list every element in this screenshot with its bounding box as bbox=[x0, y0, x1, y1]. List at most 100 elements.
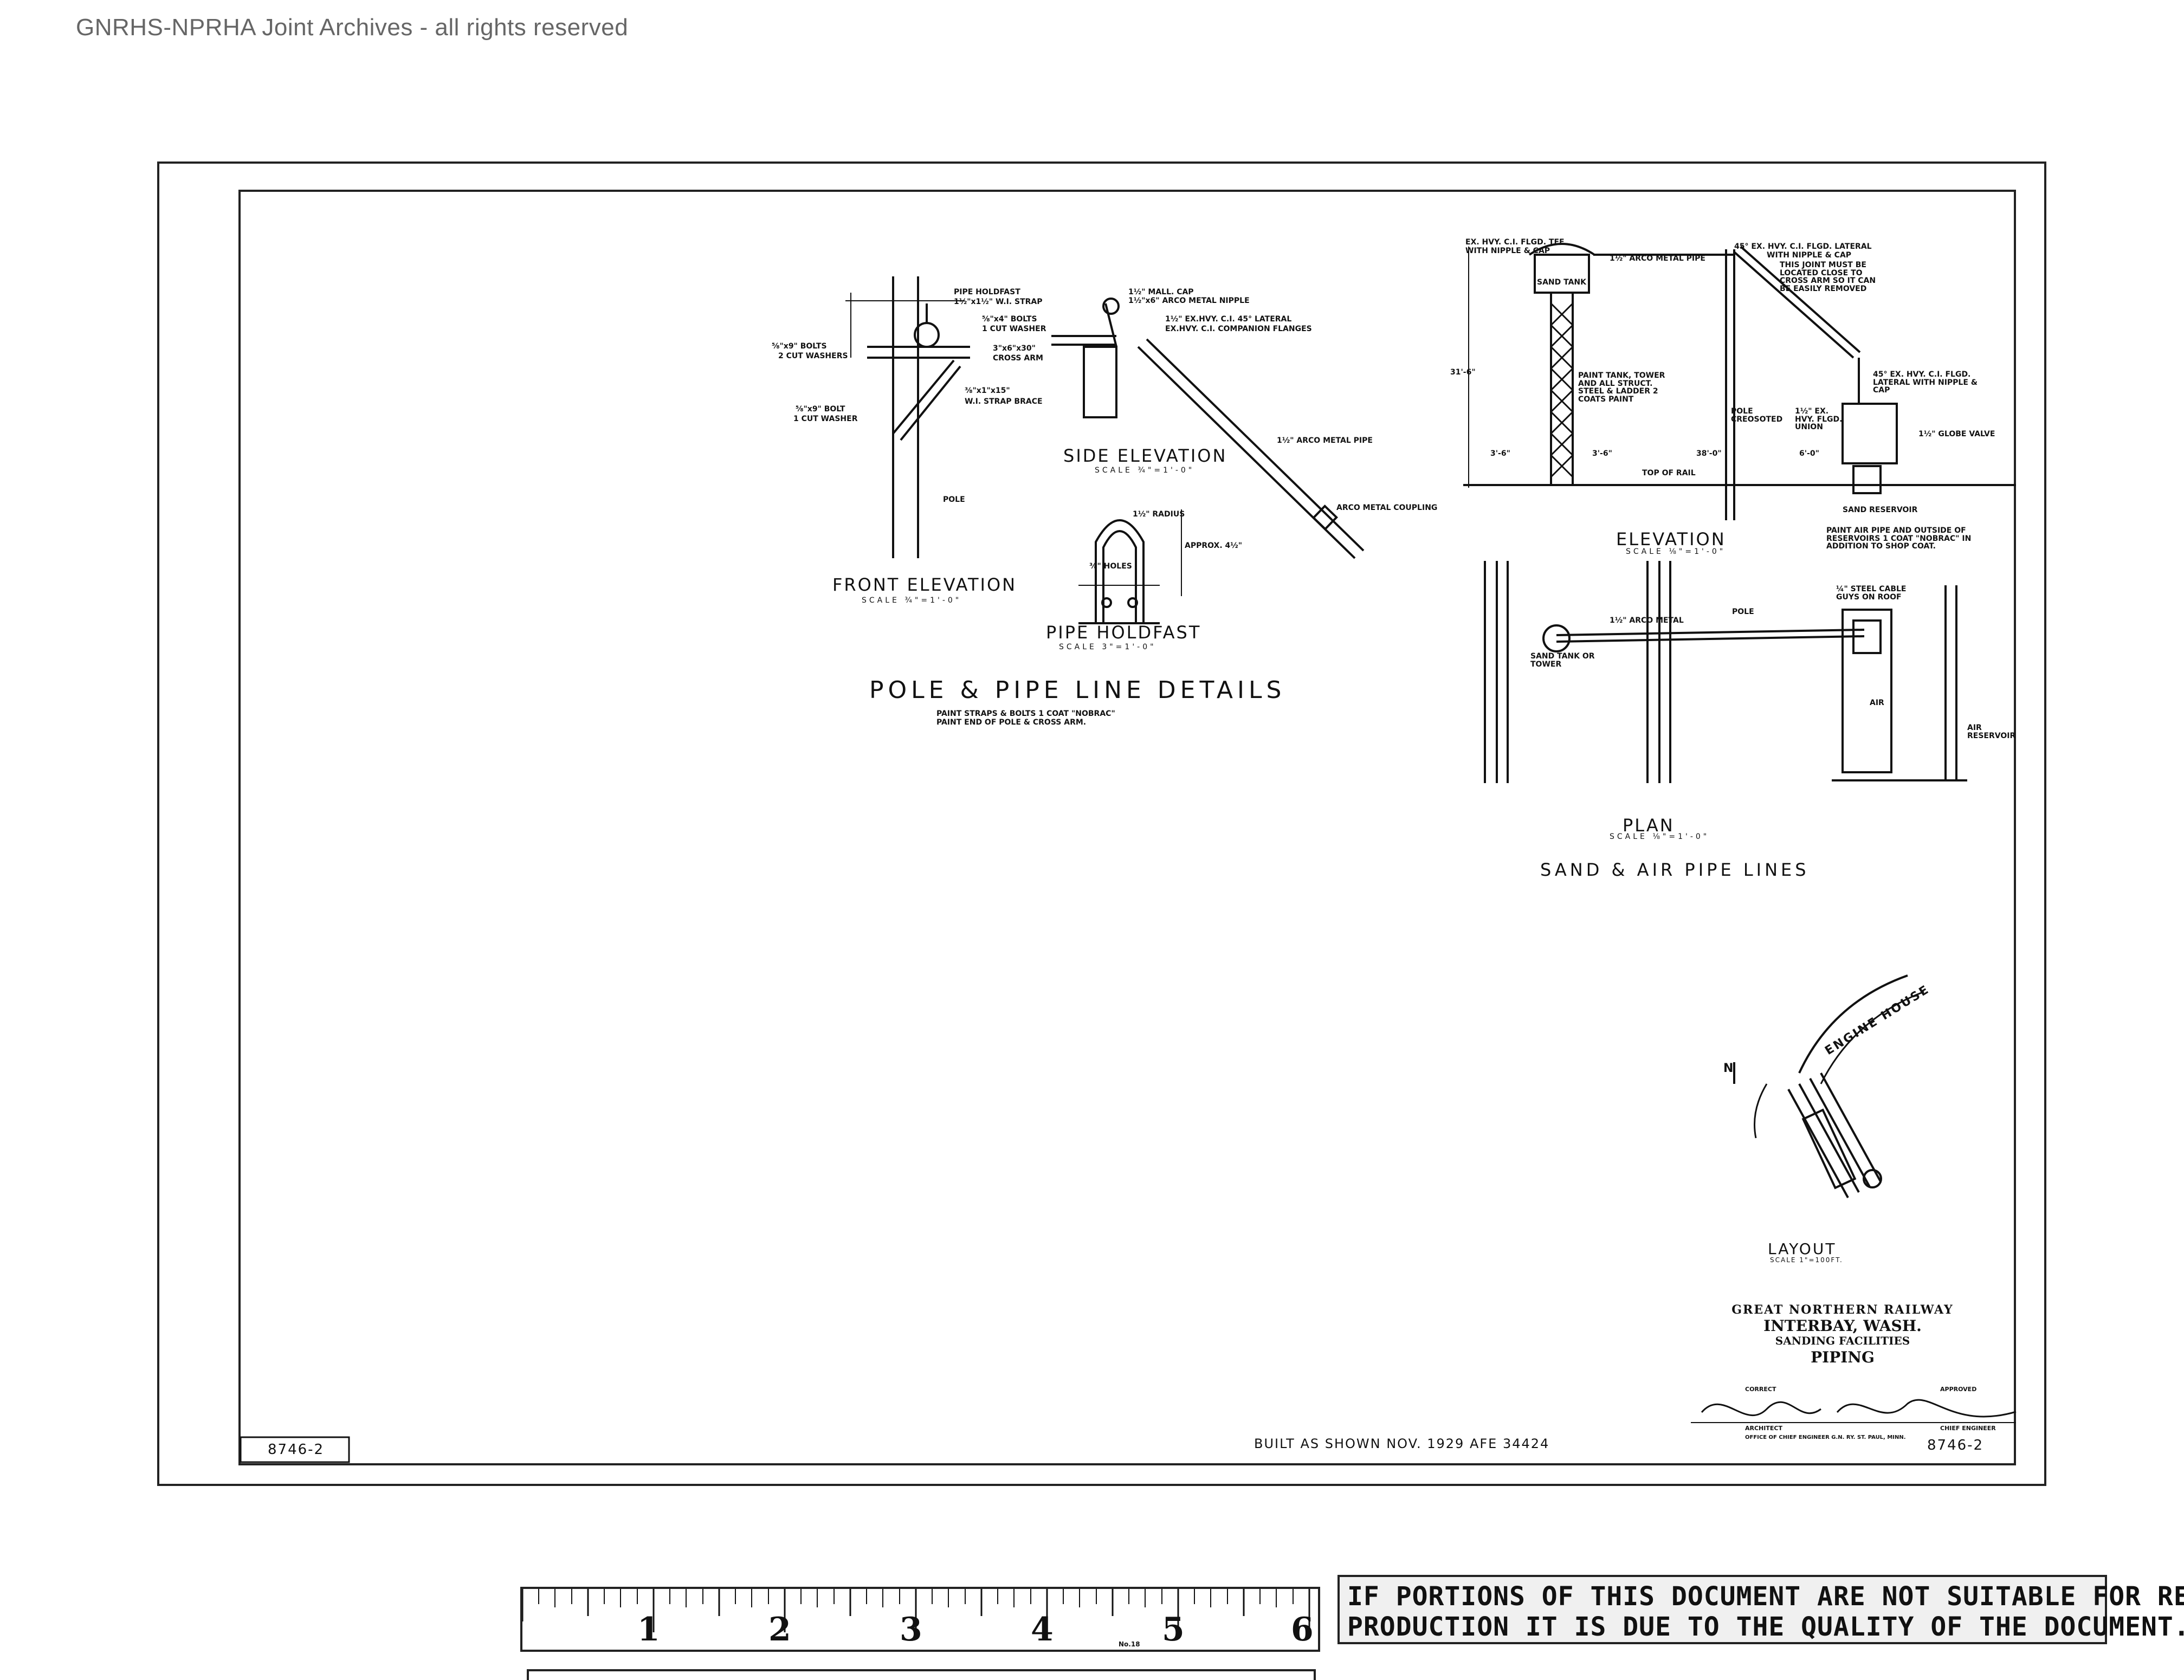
label-lateral-top: 45° EX. HVY. C.I. FLGD. LATERAL bbox=[1734, 242, 1872, 251]
label-cut-washer: 1 CUT WASHER bbox=[982, 325, 1046, 333]
label-arco-pipe: 1½" ARCO METAL PIPE bbox=[1610, 254, 1705, 263]
label-cut-washer-low: 1 CUT WASHER bbox=[793, 415, 858, 423]
label-pole: POLE bbox=[943, 495, 965, 504]
label-arco-nipple: 1½"x6" ARCO METAL NIPPLE bbox=[1128, 296, 1250, 305]
label-strap: 1½"x1½" W.I. STRAP bbox=[954, 298, 1043, 306]
label-plan-metal: 1½" ARCO METAL bbox=[1610, 616, 1684, 625]
title-block-sheet-title: PIPING bbox=[1811, 1348, 1875, 1366]
label-north: N bbox=[1723, 1062, 1734, 1075]
label-globe-valve: 1½" GLOBE VALVE bbox=[1918, 430, 1995, 438]
label-bolts-left: ⅝"x9" BOLTS bbox=[772, 342, 827, 351]
label-dim-38: 38'-0" bbox=[1696, 449, 1722, 458]
sand-air-main-title: SAND & AIR PIPE LINES bbox=[1540, 860, 1810, 880]
label-nipple-cap: WITH NIPPLE & CAP bbox=[1465, 247, 1550, 255]
layout-title: LAYOUT bbox=[1768, 1240, 1837, 1258]
sheet-number-left: 8746-2 bbox=[268, 1442, 325, 1458]
sand-elevation-title: ELEVATION bbox=[1616, 529, 1726, 550]
label-paint-note: PAINT AIR PIPE AND OUTSIDE OF RESERVOIRS… bbox=[1826, 526, 1972, 551]
sheet-inner-border bbox=[238, 190, 2016, 1465]
site-layout-plan bbox=[1733, 974, 1924, 1198]
archive-banner: GNRHS-NPRHA Joint Archives - all rights … bbox=[76, 14, 629, 41]
sheet-outer-border bbox=[157, 161, 2046, 1486]
ruler-ticks bbox=[522, 1589, 1310, 1632]
label-radius: 1½" RADIUS bbox=[1133, 510, 1185, 519]
ruler-number-1: 1 bbox=[637, 1611, 660, 1649]
side-elevation-title: SIDE ELEVATION bbox=[1063, 445, 1227, 466]
ruler-number-5: 5 bbox=[1162, 1611, 1185, 1649]
notice-line-2: PRODUCTION IT IS DUE TO THE QUALITY OF T… bbox=[1347, 1612, 2184, 1642]
label-mall-cap: 1½" MALL. CAP bbox=[1128, 288, 1194, 296]
sand-elevation-scale: SCALE ⅛"=1'-0" bbox=[1626, 547, 1726, 556]
title-block-subject: SANDING FACILITIES bbox=[1775, 1334, 1910, 1347]
built-note: BUILT AS SHOWN NOV. 1929 AFE 34424 bbox=[1254, 1436, 1550, 1451]
measuring-ruler: 1 2 3 4 5 6 No.18 bbox=[520, 1587, 1320, 1652]
label-dim-3b: 3'-6" bbox=[1592, 449, 1612, 458]
label-coupling: ARCO METAL COUPLING bbox=[1336, 503, 1438, 512]
ruler-number-2: 2 bbox=[768, 1611, 791, 1649]
label-dim-3a: 3'-6" bbox=[1490, 449, 1510, 458]
label-cut-washers: 2 CUT WASHERS bbox=[778, 352, 848, 360]
pole-details-main-title: POLE & PIPE LINE DETAILS bbox=[869, 676, 1286, 704]
label-union: 1½" EX. HVY. FLGD. UNION bbox=[1795, 407, 1843, 432]
title-block-office: OFFICE OF CHIEF ENGINEER G.N. RY. ST. PA… bbox=[1745, 1435, 1906, 1440]
title-block-railway: GREAT NORTHERN RAILWAY bbox=[1731, 1303, 1954, 1317]
label-approx: APPROX. 4½" bbox=[1185, 541, 1243, 550]
plan-scale: SCALE ⅛"=1'-0" bbox=[1610, 832, 1710, 841]
ruler-number-4: 4 bbox=[1031, 1611, 1054, 1649]
ruler-number-3: 3 bbox=[900, 1611, 922, 1649]
pole-details-note-1: PAINT STRAPS & BOLTS 1 COAT "NOBRAC" bbox=[936, 709, 1115, 718]
pole-details-note-2: PAINT END OF POLE & CROSS ARM. bbox=[936, 718, 1087, 727]
label-flanges: EX.HVY. C.I. COMPANION FLANGES bbox=[1165, 325, 1312, 333]
front-elevation-scale: SCALE ¾"=1'-0" bbox=[862, 596, 962, 605]
title-block-correct: CORRECT bbox=[1745, 1386, 1776, 1393]
title-block-chief-engineer: CHIEF ENGINEER bbox=[1940, 1425, 1996, 1432]
side-elevation-assembly bbox=[1051, 298, 1365, 559]
holdfast-title: PIPE HOLDFAST bbox=[1046, 622, 1201, 643]
title-block-architect: ARCHITECT bbox=[1745, 1425, 1782, 1432]
label-bolt-low: ⅝"x9" BOLT bbox=[796, 405, 845, 413]
label-strap-brace: W.I. STRAP BRACE bbox=[965, 397, 1043, 406]
label-cross-arm: 3"x6"x30" bbox=[993, 344, 1036, 353]
label-steel-cable: ¼" STEEL CABLE GUYS ON ROOF bbox=[1836, 585, 1907, 602]
label-sand-tank: SAND TANK bbox=[1537, 278, 1586, 287]
label-dim-31: 31'-6" bbox=[1450, 368, 1476, 377]
label-air-reservoir: AIR RESERVOIR bbox=[1967, 723, 2016, 740]
notice-line-1: IF PORTIONS OF THIS DOCUMENT ARE NOT SUI… bbox=[1347, 1581, 2184, 1612]
reproduction-notice: IF PORTIONS OF THIS DOCUMENT ARE NOT SUI… bbox=[1337, 1575, 2184, 1644]
plan-title: PLAN bbox=[1623, 815, 1675, 836]
label-cross-arm-2: CROSS ARM bbox=[993, 354, 1043, 363]
layout-scale: SCALE 1"=100FT. bbox=[1770, 1256, 1843, 1264]
title-block-approved: APPROVED bbox=[1940, 1386, 1977, 1393]
side-elevation-scale: SCALE ¾"=1'-0" bbox=[1095, 466, 1195, 475]
sand-air-plan bbox=[1484, 561, 1967, 783]
pipe-holdfast-detail bbox=[1078, 509, 1182, 624]
label-metal-pipe: 1½" ARCO METAL PIPE bbox=[1277, 436, 1373, 445]
ruler-caption: No.18 bbox=[1119, 1640, 1140, 1648]
front-elevation-title: FRONT ELEVATION bbox=[832, 574, 1017, 595]
label-air: AIR bbox=[1870, 699, 1884, 707]
title-block-location: INTERBAY, WASH. bbox=[1763, 1317, 1922, 1335]
label-sand-reservoir: SAND RESERVOIR bbox=[1843, 506, 1918, 514]
label-ex-hvy-tee: EX. HVY. C.I. FLGD. TEE bbox=[1465, 238, 1565, 247]
label-pole-creosoted: POLE CREOSOTED bbox=[1731, 407, 1783, 424]
label-paint-tank: PAINT TANK, TOWER AND ALL STRUCT. STEEL … bbox=[1578, 371, 1665, 404]
label-lateral-low: 45° EX. HVY. C.I. FLGD. LATERAL WITH NIP… bbox=[1873, 370, 1978, 395]
holdfast-scale: SCALE 3"=1'-0" bbox=[1059, 643, 1156, 651]
sheet-number-right: 8746-2 bbox=[1927, 1437, 1984, 1453]
label-lateral-top-2: WITH NIPPLE & CAP bbox=[1767, 251, 1852, 260]
label-plan-pole: POLE bbox=[1732, 608, 1754, 616]
label-lateral: 1½" EX.HVY. C.I. 45° LATERAL bbox=[1165, 315, 1292, 324]
ruler-metric-strip bbox=[527, 1669, 1316, 1680]
label-dim-6: 6'-0" bbox=[1799, 449, 1819, 458]
front-elevation-pole bbox=[845, 276, 970, 558]
label-pipe-holdfast: PIPE HOLDFAST bbox=[954, 288, 1020, 296]
ruler-number-6: 6 bbox=[1291, 1611, 1314, 1649]
label-top-of-rail: TOP OF RAIL bbox=[1642, 469, 1696, 477]
label-holes: ⅜" HOLES bbox=[1089, 562, 1132, 571]
label-bolts-top: ⅝"x4" BOLTS bbox=[982, 315, 1037, 324]
sand-tower-elevation bbox=[1463, 243, 2016, 520]
label-strap-brace-size: ⅜"x1"x15" bbox=[965, 386, 1010, 395]
label-sand-tank-tower: SAND TANK OR TOWER bbox=[1530, 652, 1595, 669]
label-joint-note: THIS JOINT MUST BE LOCATED CLOSE TO CROS… bbox=[1780, 261, 1876, 294]
